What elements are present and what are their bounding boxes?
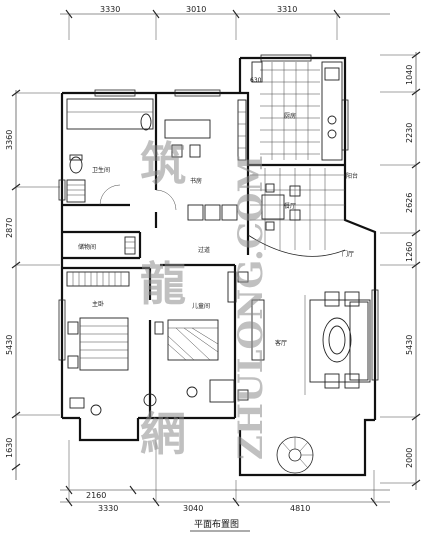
right-dimension-chain: 1040 2230 2626 1260 5430 2000 — [380, 51, 421, 490]
room-label-kitchen: 厨房 — [284, 112, 296, 120]
dim-bottom-3: 4810 — [290, 504, 310, 513]
bathroom-fixtures — [66, 98, 154, 206]
master-bedroom-furniture — [66, 271, 130, 416]
watermark-char-3: 網 — [140, 407, 186, 461]
dim-right-3: 2626 — [405, 193, 414, 213]
spiral-stair — [276, 436, 314, 474]
dim-left-2: 2870 — [5, 218, 14, 238]
top-dimension-chain: 3330 3010 3310 — [60, 5, 390, 40]
dining-area — [247, 168, 346, 257]
room-label-balcony: 阳台 — [346, 172, 358, 180]
watermark-latin: ZHULONG.COM — [231, 155, 271, 460]
room-label-storage: 储物间 — [78, 243, 96, 251]
exterior-walls — [60, 56, 377, 477]
bottom-dimension-chain: 2160 3330 3040 4810 — [60, 440, 390, 513]
dim-top-1: 3330 — [100, 5, 120, 14]
room-labels: 卫生间 书房 厨房 餐厅 储物间 过道 主卧 儿童间 客厅 阳台 门厅 630 — [78, 77, 358, 347]
kitchen-area — [251, 61, 343, 161]
dim-right-5: 5430 — [405, 335, 414, 355]
dim-top-3: 3310 — [277, 5, 297, 14]
watermark: 筑 龍 網 ZHULONG.COM — [140, 137, 271, 461]
dim-right-4: 1260 — [405, 242, 414, 262]
living-room-furniture — [237, 271, 371, 401]
room-label-hall: 过道 — [198, 246, 210, 254]
dim-right-2: 2230 — [405, 123, 414, 143]
room-label-child-room: 儿童间 — [192, 302, 210, 310]
windows — [58, 54, 379, 381]
watermark-char-2: 龍 — [140, 257, 186, 311]
study-furniture — [155, 99, 247, 221]
room-label-bathroom: 卫生间 — [92, 166, 110, 174]
room-label-dining: 餐厅 — [284, 202, 296, 210]
dim-right-6: 2000 — [405, 448, 414, 468]
dim-left-4: 1630 — [5, 438, 14, 458]
child-room-furniture — [143, 271, 237, 407]
watermark-char-1: 筑 — [140, 137, 186, 191]
room-label-entry: 门厅 — [342, 250, 354, 258]
room-label-study: 书房 — [190, 177, 202, 185]
room-label-bedroom: 主卧 — [92, 300, 104, 308]
drawing-title: 平面布置图 — [194, 518, 239, 530]
dim-bottom-1: 3330 — [98, 504, 118, 513]
dim-left-1: 3360 — [5, 130, 14, 150]
interior-walls — [62, 93, 345, 418]
dim-left-3: 5430 — [5, 335, 14, 355]
storage-room — [124, 236, 136, 255]
room-label-upper: 630 — [250, 77, 262, 84]
dim-top-2: 3010 — [186, 5, 206, 14]
dim-bottom-inner: 2160 — [86, 491, 106, 500]
dim-right-1: 1040 — [405, 65, 414, 85]
left-dimension-chain: 3360 2870 5430 1630 — [5, 89, 60, 480]
room-label-living: 客厅 — [275, 339, 287, 347]
dim-bottom-2: 3040 — [183, 504, 203, 513]
